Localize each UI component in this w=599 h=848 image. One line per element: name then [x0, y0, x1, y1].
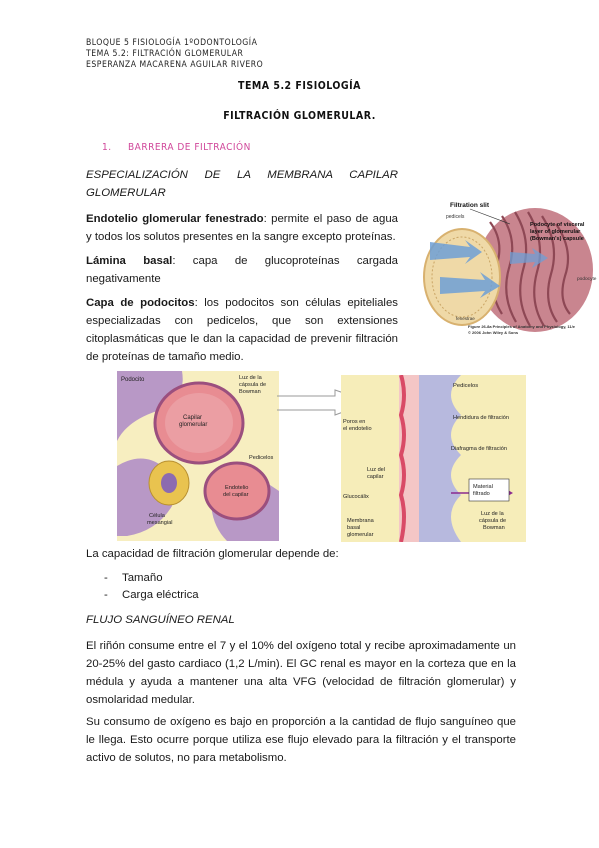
- label-fenestrae: fenestrae: [456, 316, 475, 321]
- header-line-3: ESPERANZA MACARENA AGUILAR RIVERO: [86, 60, 264, 70]
- label-capilar-glomerular: Capilar glomerular: [179, 415, 207, 428]
- list-item: -Carga eléctrica: [104, 589, 199, 601]
- label-material-filtrado: Material filtrado: [473, 484, 494, 497]
- section-label: BARRERA DE FILTRACIÓN: [128, 142, 251, 153]
- page-subtitle: FILTRACIÓN GLOMERULAR.: [223, 110, 376, 122]
- header-line-1: BLOQUE 5 FISIOLOGÍA 1ºODONTOLOGÍA: [86, 38, 258, 48]
- section-heading: 1. BARRERA DE FILTRACIÓN: [102, 142, 251, 153]
- page-title: TEMA 5.2 FISIOLOGÍA: [238, 80, 361, 92]
- figure1-caption-line2: © 2006 John Wiley & Sons: [468, 330, 519, 335]
- list-item: -Tamaño: [104, 572, 163, 584]
- term-endotelio: Endotelio glomerular fenestrado: [86, 213, 264, 225]
- filtration-barrier-figure: Pedicelos Poros en el endotelio Hendidur…: [341, 375, 526, 542]
- paragraph-rinon-oxigeno: El riñón consume entre el 7 y el 10% del…: [86, 640, 516, 706]
- paragraph-podocitos: Capa de podocitos: los podocitos son cél…: [86, 294, 398, 366]
- label-podocito: Podocito: [121, 377, 145, 383]
- label-luz-capilar: Luz del capilar: [367, 467, 387, 480]
- label-pedicelos-fig2: Pedicelos: [249, 455, 273, 461]
- label-poros-endotelio: Poros en el endotelio: [343, 419, 372, 432]
- text-podocitos: : los podocitos son células epiteliales …: [86, 297, 398, 363]
- label-glucocalix: Glucocálix: [343, 494, 369, 500]
- document-header: BLOQUE 5 FISIOLOGÍA 1ºODONTOLOGÍA TEMA 5…: [86, 38, 263, 71]
- term-lamina: Lámina basal: [86, 255, 173, 267]
- text-lamina: : capa de glucoproteínas cargada negativ…: [86, 255, 398, 285]
- label-hendidura: Hendidura de filtración: [453, 415, 509, 421]
- label-celula-mesangial: Célula mesangial: [147, 513, 173, 526]
- paragraph-capacidad: La capacidad de filtración glomerular de…: [86, 548, 339, 560]
- subheading-flujo: FLUJO SANGUÍNEO RENAL: [86, 614, 235, 626]
- label-luz-capsula: Luz de la cápsula de Bowman: [239, 375, 268, 395]
- text-endotelio: : permite el paso de agua y todos los so…: [86, 213, 398, 243]
- podocyte-3d-figure: Filtration slit pedicels Podocyte of vis…: [410, 182, 599, 342]
- section-number: 1.: [102, 142, 112, 153]
- figure1-caption-line1: Figure 26-8a Principles of Anatomy and P…: [468, 324, 576, 329]
- subheading-membrana: ESPECIALIZACIÓN DE LA MEMBRANA CAPILAR G…: [86, 169, 398, 199]
- label-pedicels: pedicels: [446, 214, 465, 220]
- label-podocyte-visceral: Podocyte of visceral layer of glomerular…: [530, 222, 586, 242]
- label-luz-bowman: Luz de la cápsula de Bowman: [479, 511, 508, 531]
- term-podocitos: Capa de podocitos: [86, 297, 195, 309]
- label-pedicelos-fig3: Pedicelos: [453, 383, 478, 389]
- paragraph-consumo-oxigeno: Su consumo de oxígeno es bajo en proporc…: [86, 716, 516, 764]
- label-diafragma: Diafragma de filtración: [451, 446, 507, 452]
- header-line-2: TEMA 5.2: FILTRACIÓN GLOMERULAR: [86, 49, 244, 59]
- list-factores: -Tamaño -Carga eléctrica: [104, 570, 199, 604]
- label-membrana-basal: Membrana basal glomerular: [347, 518, 375, 538]
- label-podocyte: podocyte: [577, 276, 597, 282]
- glomerular-capillary-figure: Podocito Luz de la cápsula de Bowman Cap…: [117, 371, 279, 541]
- label-endotelio-capilar: Endotelio del capilar: [223, 485, 250, 498]
- paragraph-lamina: Lámina basal: capa de glucoproteínas car…: [86, 252, 398, 288]
- label-filtration-slit: Filtration slit: [450, 202, 490, 209]
- paragraph-endotelio: Endotelio glomerular fenestrado: permite…: [86, 210, 398, 246]
